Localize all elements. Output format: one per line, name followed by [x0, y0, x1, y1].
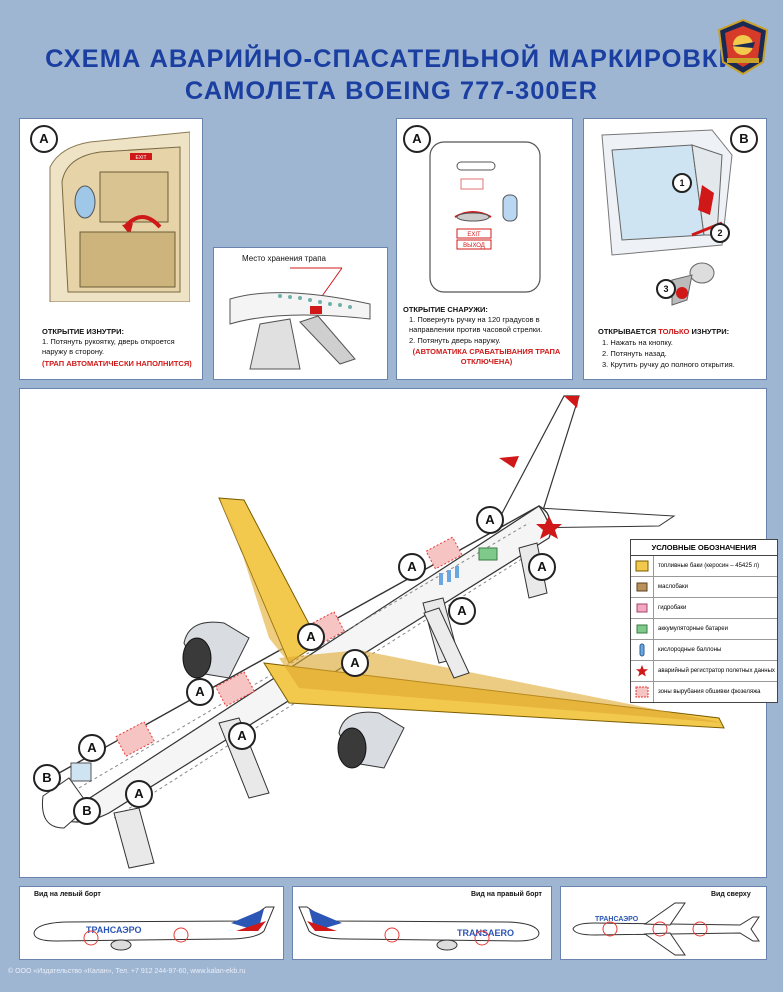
- panel1-heading: ОТКРЫТИЕ ИЗНУТРИ:: [42, 327, 125, 336]
- legend-row: зоны вырубания обшивки фюзеляжа: [631, 682, 777, 702]
- panel1-step1: 1. Потянуть рукоятку, дверь откроется на…: [42, 337, 175, 356]
- footer-copyright: © ООО «Издательство «Калан», Тел. +7 912…: [8, 968, 246, 975]
- badge-b: B: [730, 125, 758, 153]
- marker-b: B: [73, 797, 101, 825]
- right-side-aircraft-icon: TRANSAERO: [298, 906, 540, 951]
- step-number-1: 1: [672, 173, 692, 193]
- panel3-note: (АВТОМАТИКА СРАБАТЫВАНИЯ ТРАПА ОТКЛЮЧЕНА…: [412, 347, 561, 366]
- panel4-step3: 3. Крутить ручку до полного открытия.: [602, 360, 735, 369]
- badge-a: A: [403, 125, 431, 153]
- legend-row: аварийный регистратор полетных данных: [631, 661, 777, 682]
- marker-a: A: [476, 506, 504, 534]
- step-number-2: 2: [710, 223, 730, 243]
- oil-tank-icon: [636, 582, 648, 592]
- page-title-line1: СХЕМА АВАРИЙНО-СПАСАТЕЛЬНОЙ МАРКИРОВКИ: [45, 45, 738, 73]
- left-side-aircraft-icon: ТРАНСАЭРО: [33, 906, 275, 951]
- flight-recorder-icon: [636, 665, 648, 677]
- cut-zone-icon: [635, 686, 649, 698]
- legend-text: аккумуляторные батареи: [658, 625, 728, 632]
- panel1-note: (ТРАП АВТОМАТИЧЕСКИ НАПОЛНИТСЯ): [42, 359, 192, 368]
- hydraulic-tank-icon: [636, 603, 648, 613]
- marker-a: A: [186, 678, 214, 706]
- marker-a: A: [448, 597, 476, 625]
- panel-inside-opening: A EXIT ОТКРЫТИЕ ИЗНУТРИ: 1. Потянуть рук…: [19, 118, 203, 380]
- legend-title: УСЛОВНЫЕ ОБОЗНАЧЕНИЯ: [631, 540, 777, 556]
- legend-text: топливные баки (керосин – 45425 л): [658, 562, 760, 569]
- door-exterior-illustration: EXIT ВЫХОД: [429, 141, 541, 293]
- panel4-step1: 1. Нажать на кнопку.: [602, 338, 673, 347]
- marker-a: A: [228, 722, 256, 750]
- panel3-step1: 1. Повернуть ручку на 120 градусов в нап…: [409, 315, 543, 334]
- marker-a: A: [398, 553, 426, 581]
- panel4-step2: 2. Потянуть назад.: [602, 349, 667, 358]
- sign-exit-ru: ВЫХОД: [463, 243, 485, 249]
- marker-a: A: [341, 649, 369, 677]
- slide-storage-illustration: [229, 267, 371, 370]
- legend-text: маслобаки: [658, 583, 688, 590]
- badge-a: A: [30, 125, 58, 153]
- livery-text: ТРАНСАЭРО: [86, 925, 142, 935]
- view-left-panel: Вид на левый борт ТРАНСАЭРО: [19, 886, 284, 960]
- marker-b: B: [33, 764, 61, 792]
- page-title-line2: САМОЛЕТА BOEING 777-300ER: [184, 77, 599, 105]
- livery-text-top: ТРАНСАЭРО: [595, 916, 639, 923]
- legend-text: гидробаки: [658, 604, 687, 611]
- cockpit-window-illustration: [601, 129, 733, 306]
- marker-a: A: [125, 780, 153, 808]
- view-right-panel: Вид на правый борт TRANSAERO: [292, 886, 552, 960]
- legend-row: гидробаки: [631, 598, 777, 619]
- sign-exit: EXIT: [467, 232, 481, 238]
- slide-storage-label: Место хранения трапа: [242, 254, 326, 263]
- panel-outside-opening: A EXIT ВЫХОД ОТКРЫТИЕ СНАРУЖИ: 1. Поверн…: [396, 118, 573, 380]
- oxygen-bottle-icon: [639, 643, 645, 657]
- battery-icon: [636, 624, 648, 634]
- door-interior-illustration: EXIT: [49, 131, 190, 302]
- legend: УСЛОВНЫЕ ОБОЗНАЧЕНИЯ топливные баки (кер…: [630, 539, 778, 703]
- legend-text: аварийный регистратор полетных данных: [658, 667, 775, 674]
- view-left-label: Вид на левый борт: [34, 891, 101, 898]
- legend-row: кислородные баллоны: [631, 640, 777, 661]
- marker-a: A: [297, 623, 325, 651]
- legend-row: маслобаки: [631, 577, 777, 598]
- legend-text: зоны вырубания обшивки фюзеляжа: [658, 688, 761, 695]
- legend-row: топливные баки (керосин – 45425 л): [631, 556, 777, 577]
- step-number-3: 3: [656, 279, 676, 299]
- view-top-label: Вид сверху: [711, 891, 751, 898]
- panel-slide-storage: Место хранения трапа: [213, 247, 388, 380]
- top-view-aircraft-icon: ТРАНСАЭРО: [572, 902, 760, 956]
- panel4-heading: ОТКРЫВАЕТСЯ ТОЛЬКО ИЗНУТРИ:: [598, 327, 730, 336]
- fuel-tank-icon: [635, 560, 649, 572]
- marker-a: A: [528, 553, 556, 581]
- livery-text-latin: TRANSAERO: [457, 928, 514, 938]
- exit-sign: EXIT: [135, 155, 146, 161]
- view-right-label: Вид на правый борт: [471, 891, 542, 898]
- panel3-step2: 2. Потянуть дверь наружу.: [409, 336, 501, 345]
- panel3-heading: ОТКРЫТИЕ СНАРУЖИ:: [403, 305, 488, 314]
- legend-text: кислородные баллоны: [658, 646, 722, 653]
- emblem-logo: [717, 18, 769, 76]
- view-top-panel: Вид сверху ТРАНСАЭРО: [560, 886, 767, 960]
- legend-row: аккумуляторные батареи: [631, 619, 777, 640]
- marker-a: A: [78, 734, 106, 762]
- panel-b-door-opening: B 1 2 3 ОТКРЫВАЕТСЯ ТОЛЬКО ИЗНУТРИ: 1. Н…: [583, 118, 767, 380]
